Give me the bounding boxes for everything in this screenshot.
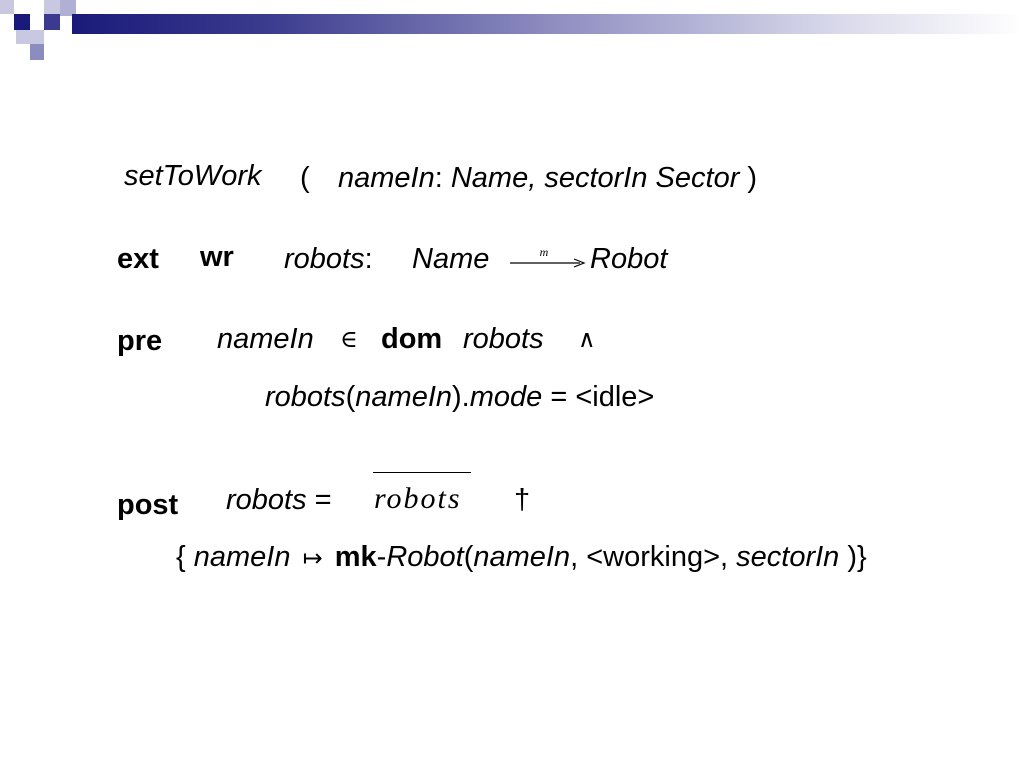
map-marker-m: m <box>540 245 549 259</box>
header-square-5 <box>44 14 60 30</box>
header-square-7 <box>30 30 44 44</box>
header-square-4 <box>60 0 76 16</box>
signature-open-paren: ( <box>300 162 310 194</box>
ext-variable: robots: <box>284 245 373 274</box>
element-of-symbol: ∈ <box>340 325 358 353</box>
post-l2-brace-open: { <box>176 541 186 573</box>
keyword-post: post <box>117 489 179 521</box>
pre-l2-name-in: nameIn <box>355 381 453 413</box>
operation-name: setToWork <box>124 160 262 192</box>
ext-var-robots: robots <box>284 243 365 275</box>
keyword-pre: pre <box>117 325 163 357</box>
pre-l2-mode: mode <box>469 381 543 413</box>
map-arrow-icon: m <box>510 245 586 268</box>
keyword-dom: dom <box>381 323 443 355</box>
pre-l2-robots: robots <box>265 381 346 413</box>
post-l2-name-in: nameIn <box>193 541 291 573</box>
post-l2-arg-name-in: nameIn <box>473 541 571 573</box>
post-lhs: robots = <box>226 486 332 515</box>
pre-dom-var: robots <box>463 323 544 355</box>
hooked-overline <box>373 472 471 473</box>
post-l2-arg-sector-in: sectorIn <box>736 541 840 573</box>
pre-condition-line2: robots(nameIn).mode = <idle> <box>265 383 654 412</box>
signature-params: nameIn: Name, sectorIn Sector ) <box>338 164 757 193</box>
header-square-3 <box>44 0 60 14</box>
header-square-8 <box>30 44 44 60</box>
map-arrow: m <box>508 245 588 269</box>
signature-close-paren: ) <box>747 162 758 194</box>
pre-l2-open: ( <box>345 381 356 413</box>
post-l2-close: )} <box>839 541 867 573</box>
header-square-2 <box>14 14 30 30</box>
logical-and-symbol: ∧ <box>578 325 596 353</box>
param-colon: : <box>434 162 443 194</box>
map-domain-type: Name <box>412 243 490 275</box>
post-condition-line2: { nameIn ↦ mk-Robot(nameIn, <working>, s… <box>176 543 867 572</box>
header-gradient-bar <box>72 14 1024 34</box>
post-l2-dash: - <box>376 541 387 573</box>
ext-colon: : <box>364 243 373 275</box>
keyword-wr: wr <box>200 241 234 273</box>
header-square-6 <box>16 30 30 44</box>
post-l2-paren-open: ( <box>463 541 474 573</box>
post-equals: = <box>306 484 332 516</box>
post-l2-robot-type: Robot <box>386 541 464 573</box>
pre-l2-close: ). <box>452 381 470 413</box>
maps-to-symbol: ↦ <box>302 544 323 572</box>
param-name-in: nameIn <box>338 162 435 194</box>
keyword-ext: ext <box>117 243 159 275</box>
keyword-mk: mk <box>334 541 377 573</box>
override-dagger: † <box>514 484 531 516</box>
pre-l2-rest: = <idle> <box>542 381 655 413</box>
post-old-robots: robots <box>374 482 462 515</box>
param-rest: Name, sectorIn Sector <box>450 162 740 194</box>
map-range-type: Robot <box>590 243 668 275</box>
post-l2-sep: , <working>, <box>570 541 737 573</box>
header-square-1 <box>0 0 14 14</box>
post-var-robots: robots <box>226 484 307 516</box>
pre-var-name-in: nameIn <box>217 323 314 355</box>
